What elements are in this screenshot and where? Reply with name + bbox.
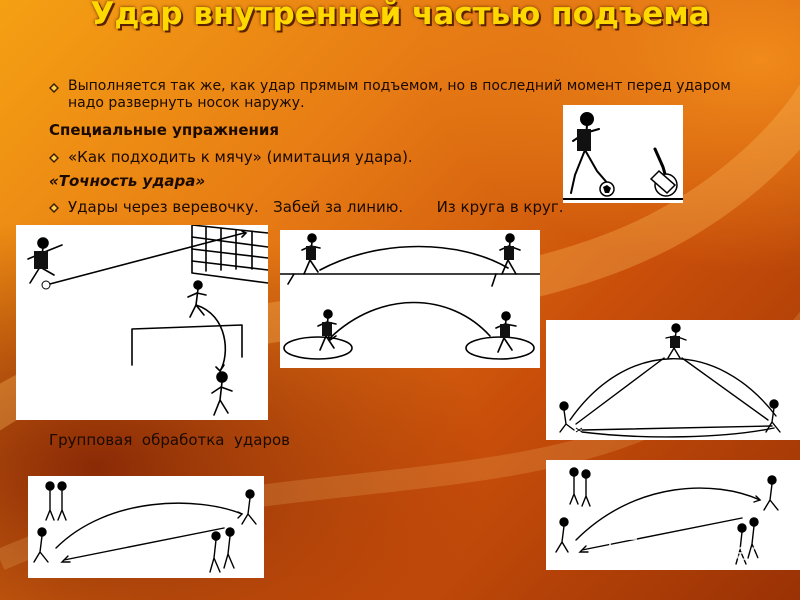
accuracy-items: Удары через веревочку. Забей за линию. И… [49, 198, 564, 216]
accuracy-item-line: Забей за линию. [273, 198, 404, 216]
triangle-passing-illustration [546, 320, 800, 440]
bullet-icon [49, 153, 59, 163]
watermark-text: MyShared [645, 538, 765, 566]
bullet-icon [49, 83, 59, 93]
watermark: MyShared [607, 537, 764, 567]
heading-group-practice: Групповая обработка ударов [49, 431, 291, 449]
presentation-screen-icon [609, 538, 637, 566]
group-shooting-illustration [546, 460, 800, 570]
slide-title: Удар внутренней частью подъема [90, 0, 710, 32]
paragraph-1-text: Выполняется так же, как удар прямым подъ… [68, 78, 731, 111]
accuracy-item-circle: Из круга в круг. [436, 198, 564, 216]
accuracy-item-rope: Удары через веревочку. [68, 198, 259, 216]
kick-illustration [563, 105, 683, 203]
rope-drill-illustration [16, 225, 268, 420]
exercise-item-1-text: «Как подходить к мячу» (имитация удара). [68, 148, 413, 166]
bullet-icon [49, 203, 59, 213]
heading-accuracy: «Точность удара» [49, 172, 206, 190]
exercise-item-1: «Как подходить к мячу» (имитация удара). [49, 148, 413, 166]
paragraph-1: Выполняется так же, как удар прямым подъ… [49, 78, 749, 112]
heading-special-exercises: Специальные упражнения [49, 121, 280, 139]
group-practice-illustration [28, 476, 264, 578]
line-and-circle-drill-illustration [280, 230, 540, 368]
